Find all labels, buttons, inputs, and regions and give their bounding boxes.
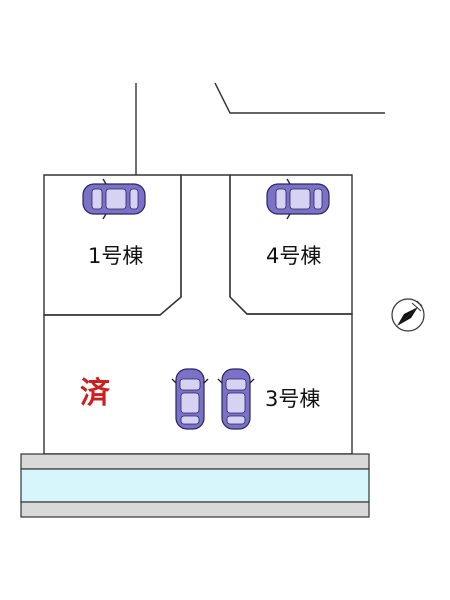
sold-mark: 済 <box>80 376 110 411</box>
car-icon <box>217 368 255 430</box>
lot-1-label: 1号棟 <box>88 244 144 268</box>
compass-north-arrow-icon <box>391 298 425 332</box>
car-icon <box>82 178 146 220</box>
road-band-bottom <box>20 501 370 518</box>
waterway-band <box>20 468 370 503</box>
road-band-top <box>20 453 370 470</box>
boundary-line-right <box>214 82 385 114</box>
lot-4-label: 4号棟 <box>266 244 322 268</box>
lot-3-label: 3号棟 <box>265 387 321 411</box>
car-icon <box>266 178 330 220</box>
car-icon <box>171 368 209 430</box>
